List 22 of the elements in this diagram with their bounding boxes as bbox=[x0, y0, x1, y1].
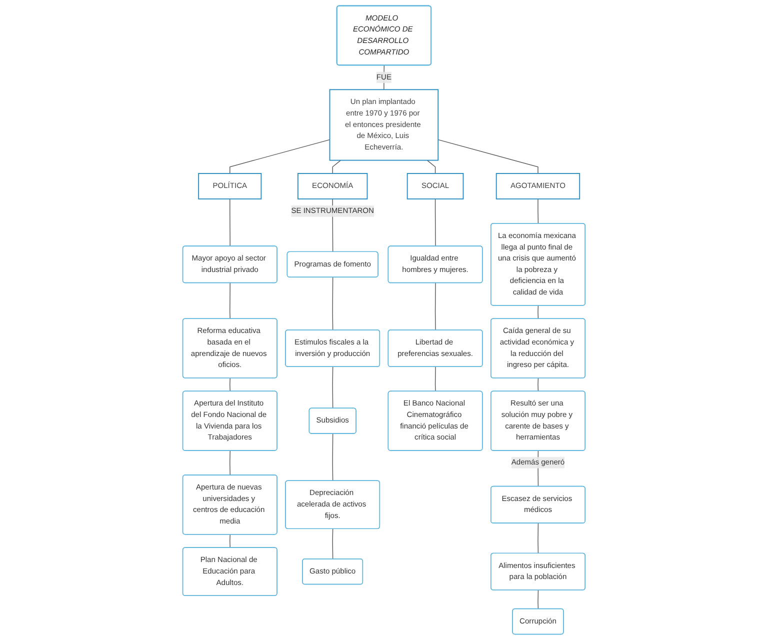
connector bbox=[230, 282, 231, 320]
connector bbox=[438, 139, 538, 174]
connector bbox=[434, 198, 436, 247]
connector bbox=[434, 366, 436, 392]
connector bbox=[538, 378, 539, 392]
connector bbox=[538, 198, 539, 224]
connector bbox=[332, 528, 334, 560]
connector bbox=[332, 433, 334, 482]
connector bbox=[230, 198, 231, 247]
connector bbox=[332, 366, 334, 409]
connector bbox=[332, 277, 334, 330]
connector bbox=[230, 450, 231, 476]
connector bbox=[230, 534, 231, 548]
connector bbox=[426, 160, 436, 174]
connector bbox=[434, 282, 436, 330]
connector bbox=[538, 522, 539, 554]
connector bbox=[384, 65, 385, 90]
connector bbox=[332, 160, 342, 174]
connector bbox=[230, 378, 231, 392]
connector bbox=[538, 305, 539, 320]
connector bbox=[230, 139, 330, 174]
connector bbox=[538, 590, 539, 610]
